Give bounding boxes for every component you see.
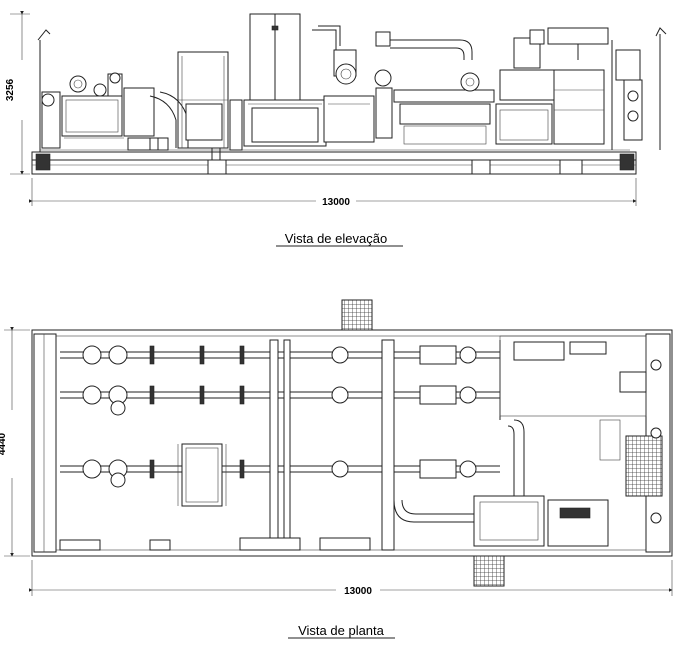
plan-width-dimension: 4440 [0,327,30,557]
plan-lower-strip [59,537,371,551]
elevation-view: 3256 [5,11,667,247]
plan-caption: Vista de planta [298,623,385,638]
plan-length-label: 13000 [344,586,372,597]
right-grating [625,435,663,497]
elevation-middle-frames [177,13,327,160]
elevation-height-label: 3256 [5,78,16,101]
elevation-length-label: 13000 [322,197,350,208]
elevation-height-dimension: 3256 [5,11,30,175]
plan-right-equipment [393,335,662,547]
plan-length-dimension: 13000 [29,560,673,597]
plan-skid-outline [31,329,673,557]
plan-width-label: 4440 [0,432,8,455]
elevation-center-piping [312,25,495,145]
elevation-caption: Vista de elevação [285,231,387,246]
elevation-right-equipment [495,27,667,150]
bottom-grating [473,555,505,587]
plan-view: 4440 [0,299,673,639]
plan-manifold-lines [60,339,500,551]
top-grating [341,299,373,331]
elevation-skid-base [31,149,637,175]
elevation-length-dimension: 13000 [29,178,637,208]
elevation-left-equipment [37,29,189,152]
